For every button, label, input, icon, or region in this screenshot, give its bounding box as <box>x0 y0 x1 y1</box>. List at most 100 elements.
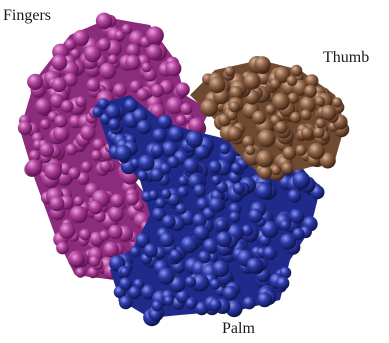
atom-sphere <box>146 45 162 61</box>
atom-sphere <box>304 85 317 98</box>
atom-sphere <box>209 197 224 212</box>
atom-sphere <box>243 73 260 90</box>
atom-sphere <box>256 183 272 199</box>
atom-sphere <box>66 144 78 156</box>
atom-sphere <box>257 292 272 307</box>
atom-sphere <box>160 163 171 174</box>
atom-sphere <box>170 249 182 261</box>
atom-sphere <box>183 158 199 174</box>
atom-sphere <box>276 277 289 290</box>
atom-sphere <box>293 228 305 240</box>
atom-sphere <box>247 258 263 274</box>
fingers-label: Fingers <box>3 7 51 25</box>
atom-sphere <box>192 213 206 227</box>
atom-sphere <box>138 155 154 171</box>
atom-sphere <box>137 170 148 181</box>
atom-sphere <box>248 209 262 223</box>
atom-sphere <box>74 196 84 206</box>
atom-sphere <box>92 107 103 118</box>
palm-label: Palm <box>222 320 255 338</box>
atom-sphere <box>18 121 32 135</box>
atom-sphere <box>181 236 198 253</box>
atom-sphere <box>290 209 304 223</box>
atom-sphere <box>229 101 240 112</box>
atom-sphere <box>125 55 140 70</box>
atom-sphere <box>301 127 313 139</box>
atom-sphere <box>61 100 74 113</box>
atom-sphere <box>211 175 221 185</box>
atom-sphere <box>256 150 273 167</box>
atom-sphere <box>281 162 293 174</box>
atom-sphere <box>159 232 174 247</box>
atom-sphere <box>158 268 175 285</box>
atom-sphere <box>130 247 141 258</box>
atom-sphere <box>313 127 325 139</box>
atom-sphere <box>54 115 67 128</box>
atom-sphere <box>75 267 85 277</box>
atom-sphere <box>126 193 139 206</box>
atom-sphere <box>223 286 238 301</box>
atom-sphere <box>291 65 303 77</box>
atom-sphere <box>209 76 226 93</box>
atom-sphere <box>178 176 188 186</box>
atom-sphere <box>243 297 256 310</box>
atom-sphere <box>254 56 270 72</box>
atom-sphere <box>124 99 138 113</box>
atom-sphere <box>65 39 77 51</box>
atom-sphere <box>56 242 69 255</box>
atom-sphere <box>121 24 132 35</box>
atom-sphere <box>152 300 163 311</box>
atom-sphere <box>288 189 302 203</box>
atom-sphere <box>53 126 69 142</box>
atom-sphere <box>212 260 229 277</box>
atom-sphere <box>193 184 206 197</box>
atom-sphere <box>136 88 149 101</box>
atom-sphere <box>88 200 102 214</box>
atom-sphere <box>315 96 325 106</box>
atom-sphere <box>98 38 111 51</box>
atom-sphere <box>283 146 297 160</box>
atom-sphere <box>87 78 100 91</box>
atom-sphere <box>198 251 211 264</box>
atom-sphere <box>35 98 51 114</box>
atom-sphere <box>108 225 122 239</box>
atom-sphere <box>80 125 95 140</box>
atom-sphere <box>152 128 166 142</box>
atom-sphere <box>175 82 189 96</box>
atom-sphere <box>293 172 311 190</box>
atom-sphere <box>120 267 130 277</box>
atom-sphere <box>26 159 42 175</box>
atom-sphere <box>185 276 196 287</box>
atom-sphere <box>209 160 222 173</box>
atom-sphere <box>113 83 127 97</box>
atom-sphere <box>272 93 290 111</box>
atom-sphere <box>164 296 174 306</box>
atom-sphere <box>70 252 84 266</box>
atom-sphere <box>229 212 240 223</box>
atom-sphere <box>105 104 120 119</box>
atom-sphere <box>119 277 132 290</box>
atom-sphere <box>258 166 272 180</box>
atom-sphere <box>151 84 164 97</box>
atom-sphere <box>216 231 232 247</box>
atom-sphere <box>209 299 222 312</box>
atom-sphere <box>81 161 92 172</box>
atom-sphere <box>79 229 91 241</box>
atom-sphere <box>108 206 124 222</box>
atom-sphere <box>233 182 245 194</box>
atom-sphere <box>210 279 221 290</box>
atom-sphere <box>75 96 86 107</box>
atom-sphere <box>146 26 164 44</box>
atom-sphere <box>52 77 67 92</box>
atom-sphere <box>44 162 62 180</box>
atom-sphere <box>91 150 102 161</box>
atom-sphere <box>119 296 133 310</box>
atom-sphere <box>59 223 75 239</box>
atom-sphere <box>110 194 124 208</box>
atom-sphere <box>99 63 116 80</box>
atom-sphere <box>296 145 307 156</box>
atom-sphere <box>177 186 188 197</box>
atom-sphere <box>287 76 298 87</box>
atom-sphere <box>100 160 112 172</box>
atom-sphere <box>301 109 312 120</box>
